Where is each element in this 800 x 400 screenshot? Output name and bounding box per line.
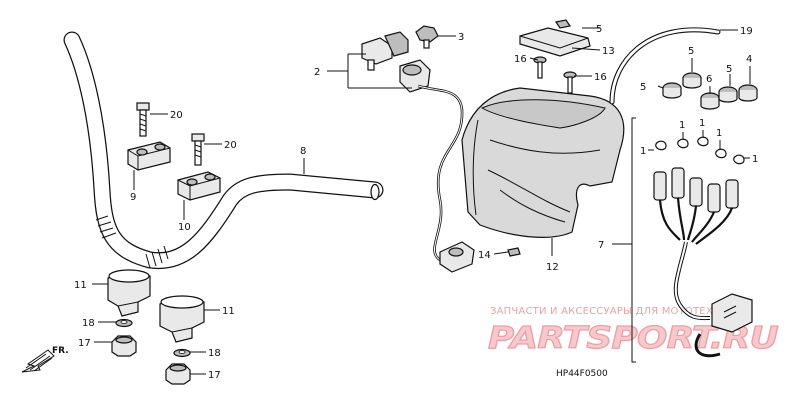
wire-harness-part-7 (653, 167, 753, 358)
callout-20-b: 20 (224, 140, 237, 151)
grommet-part-4 (738, 84, 758, 102)
callout-18-b: 18 (208, 348, 221, 359)
callout-1-a: 1 (640, 146, 646, 157)
watermark-text: ЗАПЧАСТИ И АКСЕССУАРЫ ДЛЯ МОТОТЕХНИКИ (490, 306, 743, 317)
callout-1-e: 1 (752, 154, 758, 165)
diagram-code: HP44F0500 (556, 369, 608, 379)
bulb-part-1-group (655, 136, 745, 165)
callout-18-a: 18 (82, 318, 95, 329)
callout-4: 4 (746, 54, 752, 65)
grommet-part-5-b (682, 72, 702, 89)
front-direction-indicator: FR. (21, 346, 69, 373)
callout-13: 13 (602, 46, 615, 57)
callout-9: 9 (130, 192, 136, 203)
handlebar-part-8 (63, 31, 384, 270)
callout-16-right: 16 (594, 72, 607, 83)
grommet-part-5-c (718, 86, 738, 103)
callout-17-a: 17 (78, 338, 91, 349)
callout-12: 12 (546, 262, 559, 273)
washer-part-18-right (173, 348, 191, 358)
nut-part-17-right (165, 363, 191, 385)
bulb-part-1-d (715, 148, 727, 159)
callout-14: 14 (478, 250, 491, 261)
switch-assembly-part-2 (361, 31, 475, 273)
callout-20-a: 20 (170, 110, 183, 121)
callout-5-c: 5 (726, 64, 732, 75)
clip-part-14 (507, 247, 521, 257)
callout-16-left: 16 (514, 54, 527, 65)
callout-8: 8 (300, 146, 306, 157)
bulb-part-1-e (733, 154, 745, 165)
screw-part-16-left (533, 56, 547, 79)
leader-lines (92, 27, 751, 375)
tube-part-19 (609, 27, 721, 105)
callout-1-d: 1 (716, 128, 722, 139)
lower-holder-part-11-left (107, 269, 151, 317)
callout-1-c: 1 (699, 118, 705, 129)
bulb-part-1-c (697, 136, 709, 147)
callout-6: 6 (706, 74, 712, 85)
harness-bracket (631, 117, 636, 363)
callout-11-a: 11 (74, 280, 87, 291)
washer-part-18-left (115, 318, 133, 328)
callout-11-b: 11 (222, 306, 235, 317)
bulb-part-1-b (677, 138, 689, 149)
grommet-part-5-a (662, 82, 682, 99)
handlebar-knurl-left (95, 215, 117, 239)
callout-5-a: 5 (640, 82, 646, 93)
callout-17-b: 17 (208, 370, 221, 381)
upper-holder-part-9 (127, 141, 171, 171)
screw-part-16-right (563, 71, 577, 94)
grommet-part-6 (700, 92, 720, 110)
cowl-part-12 (461, 87, 625, 238)
callout-19: 19 (740, 26, 753, 37)
callout-15: 5 (596, 24, 602, 35)
upper-holder-part-10 (177, 171, 221, 201)
bolt-part-20-right (191, 133, 205, 166)
callout-7: 7 (598, 240, 604, 251)
callout-3: 3 (458, 32, 464, 43)
callout-2: 2 (314, 67, 320, 78)
callout-labels: 2 3 5 13 16 16 19 5 5 6 5 4 1 1 1 1 1 7 … (74, 24, 758, 381)
bulb-part-1-a (655, 140, 667, 151)
callout-10: 10 (178, 222, 191, 233)
clip-part-15 (555, 19, 571, 29)
front-direction-label: FR. (52, 346, 69, 356)
lower-holder-part-11-right (159, 295, 205, 343)
handlebar-knurl-right (145, 245, 169, 269)
bolt-part-20-left (136, 102, 150, 137)
callout-5-b: 5 (688, 46, 694, 57)
callout-1-b: 1 (679, 120, 685, 131)
cover-part-13 (519, 27, 591, 57)
nut-part-17-left (111, 335, 137, 357)
nut-part-3 (415, 25, 439, 49)
